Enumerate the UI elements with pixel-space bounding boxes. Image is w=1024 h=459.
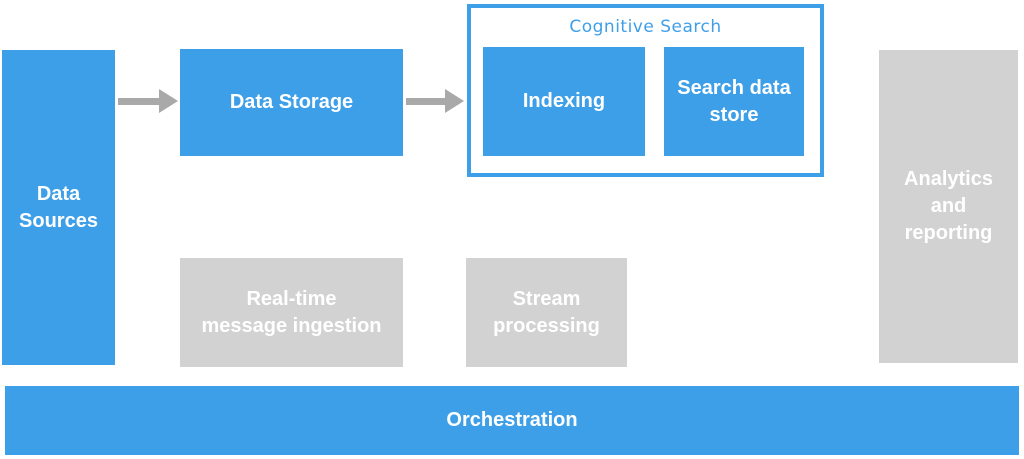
- node-indexing-label: Indexing: [522, 90, 606, 112]
- node-orchestration-label: Orchestration: [446, 409, 578, 431]
- node-analytics-and-reporting-label: Analytics and reporting: [904, 168, 993, 244]
- node-stream-processing: Stream processing: [466, 258, 627, 367]
- node-stream-processing-label: Stream processing: [493, 287, 600, 337]
- node-data-sources: Data Sources: [2, 50, 115, 365]
- node-indexing: Indexing: [483, 47, 645, 156]
- arrow-data-sources-to-data-storage: [118, 89, 178, 113]
- node-data-storage-label: Data Storage: [229, 91, 354, 113]
- arrow-shaft: [118, 97, 159, 105]
- node-data-storage: Data Storage: [180, 49, 403, 156]
- group-cognitive-search-title: Cognitive Search: [569, 17, 722, 37]
- node-orchestration: Orchestration: [5, 386, 1019, 455]
- arrow-head-icon: [159, 89, 178, 113]
- node-analytics-and-reporting: Analytics and reporting: [879, 50, 1018, 363]
- node-search-data-store-label: Search data store: [677, 76, 791, 126]
- node-real-time-message-ingestion: Real-time message ingestion: [180, 258, 403, 367]
- node-search-data-store: Search data store: [664, 47, 804, 156]
- arrow-data-storage-to-cognitive-search: [406, 89, 464, 113]
- node-real-time-message-ingestion-label: Real-time message ingestion: [201, 287, 382, 337]
- arrow-shaft: [406, 97, 445, 105]
- arrow-head-icon: [445, 89, 464, 113]
- node-data-sources-label: Data Sources: [19, 182, 98, 232]
